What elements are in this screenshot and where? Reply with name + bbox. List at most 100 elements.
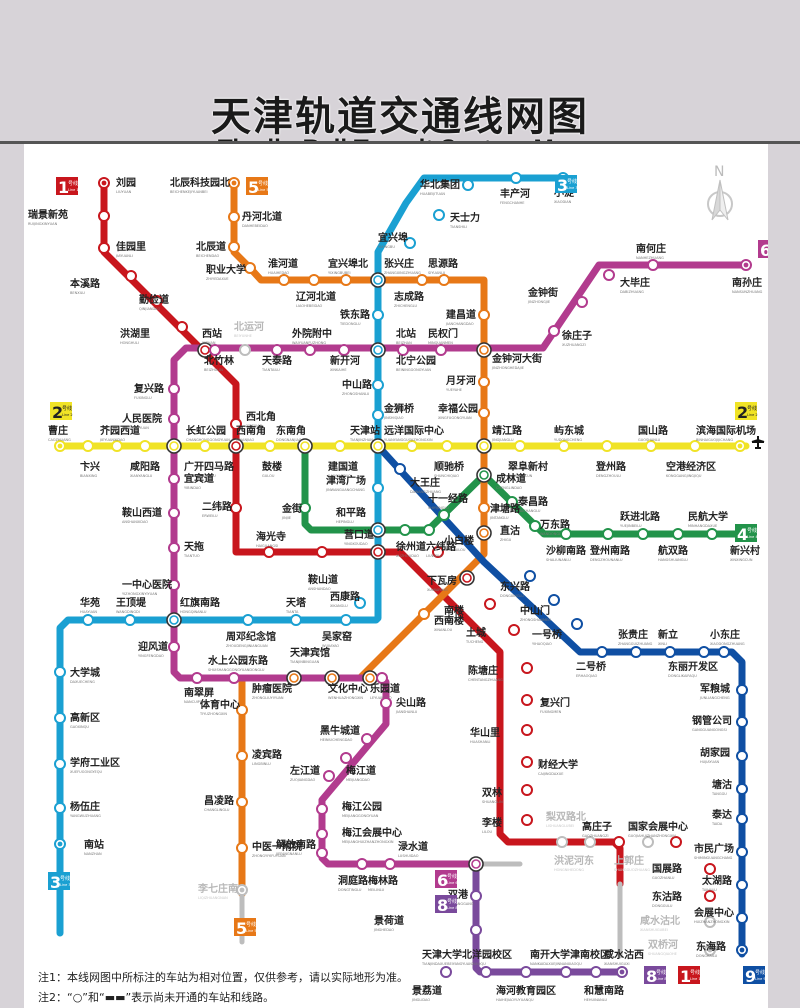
station[interactable]: 丰产河FENGCHANHE — [500, 172, 530, 205]
station[interactable]: 下瓦房XIAWAFANG — [427, 570, 475, 592]
line-badge-line3-top[interactable]: 3号线Line 3 — [555, 175, 578, 195]
station[interactable]: 东兴路DONGXINGLU — [500, 570, 536, 598]
station[interactable]: 西北角XIBEIJIAO — [230, 410, 276, 430]
line-badge-line8-bottom[interactable]: 8号线Line 8 — [435, 895, 458, 915]
station[interactable]: 南楼NANLOU — [444, 598, 496, 622]
station[interactable]: 天泰路TIANTAILU — [261, 344, 293, 372]
station[interactable]: 天士力TIANSHILI — [433, 209, 480, 229]
station[interactable]: 咸阳路XIANYANGLU — [130, 440, 161, 478]
station[interactable]: 洪湖里HONGHULI — [120, 321, 188, 345]
station[interactable]: 梨双路北LISHUANGLUBEI — [545, 810, 586, 848]
station[interactable]: 民权门MINQUANMEN — [428, 327, 458, 356]
station[interactable]: 新开河XINKAIHE — [330, 344, 360, 372]
station[interactable]: 小白楼XIAOBAILOU — [432, 534, 474, 558]
station[interactable]: 太湖路TAIHULU — [701, 874, 748, 892]
station[interactable]: 张贵庄ZHANGGUIZHUANG — [618, 628, 653, 658]
station[interactable]: 志成路ZHICHENGLU — [394, 274, 428, 308]
station[interactable]: 丹河北道DANHEBEIDAO — [228, 210, 282, 228]
station[interactable]: 景荷道JINGHEDAO — [373, 914, 482, 936]
station[interactable]: 宜兴埠YIXINGBU — [378, 231, 416, 249]
station[interactable]: 水上公园东路SHUISHANGGONGYUANDONGLU — [207, 654, 269, 684]
station[interactable]: 梅江公园MEIJIANGGONGYUAN — [316, 800, 382, 818]
station[interactable]: 徐州道XUZHOUDAO — [395, 524, 426, 558]
station[interactable]: 华苑HUAYUAN — [80, 596, 100, 626]
station[interactable]: 杨伍庄YANGWUZHUANG — [54, 800, 101, 818]
line-badge-line3-bottom[interactable]: 3号线Line 3 — [48, 872, 71, 892]
station[interactable]: 鞍山道ANSHANDAO — [308, 546, 338, 591]
station[interactable]: 中医一附院ZHONGYIYIFUYUAN — [236, 840, 302, 858]
station[interactable]: 李楼LILOU — [481, 814, 533, 834]
station[interactable]: 国家会展中心GUOJIAHUIZHANZHONGXIN — [628, 820, 688, 848]
station[interactable]: 乐园道LEYUANDAO — [370, 672, 400, 700]
station[interactable]: 华山里HUASHANLI — [470, 724, 533, 744]
station[interactable]: 洞庭路DONGTINGLU — [338, 858, 369, 892]
station[interactable]: 华北集团HUABEIJITUAN — [420, 178, 474, 196]
station[interactable]: 南孙庄NANSUNZHUANG — [732, 259, 763, 294]
station[interactable]: 吴家窑WUJIAYAO — [322, 614, 352, 648]
station[interactable]: 市民广场SHIMINGUANGCHANG — [694, 842, 748, 860]
station[interactable]: 一中心医院YIZHONGXINYIYUAN — [122, 578, 180, 596]
station[interactable]: 金钟街JINZHONGJIE — [527, 286, 588, 308]
station[interactable]: 中山路ZHONGSHANLU — [342, 378, 384, 396]
station[interactable]: 钢管公司GANGGUANGONGSI — [692, 714, 748, 732]
station[interactable]: 屿东城YUDONGCHENG — [554, 424, 584, 452]
station[interactable]: 跃进北路YUEJINBEILU — [620, 510, 661, 540]
station[interactable]: 顺驰桥SHUNCHIQIAO — [434, 440, 465, 478]
station[interactable]: 景荔道JINGLIDAO — [411, 966, 452, 1002]
station[interactable]: 张兴庄ZHANGXINGZHUANG — [370, 257, 421, 288]
station[interactable]: 长虹公园CHANGHONGGONGYUAN — [166, 424, 230, 454]
station[interactable]: 勤俭道QINJIANDAO — [139, 293, 169, 311]
station[interactable]: 复兴路FUXINGLU — [133, 382, 180, 400]
station[interactable]: 学府工业区XUEFUGONGYEQU — [54, 756, 120, 774]
station[interactable]: 会展中心HUIZHANZHONGXIN — [694, 906, 748, 924]
station[interactable]: 淮河道HUAIHEDAO — [268, 257, 298, 286]
station[interactable]: 天津站TIANJINZHAN — [349, 424, 386, 454]
station[interactable]: 上郭庄SHANGGUOZHUANG — [614, 836, 654, 872]
station[interactable]: 泰昌路TAICHANGLU — [506, 495, 549, 513]
station[interactable]: 国展路GUOZHANLU — [652, 862, 716, 880]
line-badge-line9-end[interactable]: 9号线Line 9 — [743, 966, 766, 986]
station[interactable]: 咸水沽西XIANSHUIGUXI — [604, 948, 644, 978]
station[interactable]: 南开大学津南校区NANKAIDAXUEJINNANXIAOQU — [530, 948, 610, 978]
station[interactable]: 广开四马路GUANGKAISIMALU — [184, 440, 235, 478]
station[interactable]: 梅江会展中心MEIJIANGHUIZHANZHONGXIN — [316, 826, 402, 844]
station[interactable]: 南站NANZHAN — [54, 838, 104, 856]
station[interactable]: 西站XIZHAN — [197, 327, 222, 358]
line-badge-line1-end[interactable]: 1号线Line 1 — [678, 966, 701, 986]
station[interactable]: 海河教育园区HAIHEJIAOYUYUANQU — [496, 966, 556, 1002]
station[interactable]: 西南角XINANJIAO — [228, 424, 266, 454]
station[interactable]: 东海路DONGHAILU — [696, 940, 748, 958]
station[interactable]: 李七庄南LIQIZHUANGNAN — [197, 882, 248, 900]
station[interactable]: 一号桥YIHAOQIAO — [532, 618, 583, 646]
station[interactable]: 黑牛城道HEINIUCHENGDAO — [320, 724, 373, 745]
station[interactable]: 东沽路DONGGULU — [652, 890, 716, 908]
station[interactable]: 六纬路LIUWEILU — [423, 524, 457, 558]
station[interactable]: 瑞景新苑RUIJINGXINYUAN — [28, 208, 110, 226]
station[interactable]: 徐庄子XUZHUANGZI — [548, 325, 592, 347]
station[interactable]: 肿瘤医院ZHONGLIUYIYUAN — [252, 670, 302, 700]
station[interactable]: 东南角DONGNANJIAO — [276, 424, 313, 454]
station[interactable]: 曹庄CAOZHUANG — [48, 424, 71, 452]
station[interactable]: 天津宾馆TIANJINBINGUAN — [289, 646, 340, 686]
station[interactable]: 辽河北道LIAOHEBEIDAO — [296, 274, 336, 308]
station[interactable]: 复兴门FUXINGMEN — [521, 694, 570, 714]
station[interactable]: 塘沽TANGGU — [711, 778, 748, 796]
station[interactable]: 西南楼XINANLOU — [418, 608, 464, 632]
station[interactable]: 北辰科技园北BEICHENKEJIYUANBEI — [170, 176, 240, 194]
station[interactable]: 北运河BEIYUNHE — [234, 320, 264, 356]
station[interactable]: 登州南路DENGZHOUNANLU — [589, 528, 631, 562]
station[interactable]: 靖江路JINGJIANGLU — [476, 424, 523, 454]
station[interactable]: 大学城DAXUECHENG — [54, 666, 100, 684]
station[interactable]: 体育中心TIYUZHONGXIN — [199, 698, 248, 716]
line-badge-line5-top[interactable]: 5号线Line 5 — [246, 177, 269, 197]
station[interactable]: 海光寺HAIGUANGSI — [256, 530, 286, 558]
station[interactable]: 刘园LIUYUAN — [98, 176, 136, 194]
station[interactable]: 建昌道JIANCHANGDAO — [445, 308, 490, 326]
station[interactable]: 和平路HEPINGLU — [335, 506, 386, 538]
station[interactable]: 东丽开发区DONGLIKAIFAQU — [668, 646, 718, 678]
station[interactable]: 空港经济区KONGGANGJINGJIQU — [666, 440, 716, 478]
station[interactable]: 芥园西道JIEYUANXIDAO — [99, 424, 140, 452]
station[interactable]: 沙柳南路SHALIUNANLU — [546, 528, 587, 562]
station[interactable]: 昌凌路CHANGLINGLU — [204, 794, 248, 812]
station[interactable]: 北竹林BEIZHULIN — [204, 344, 235, 372]
